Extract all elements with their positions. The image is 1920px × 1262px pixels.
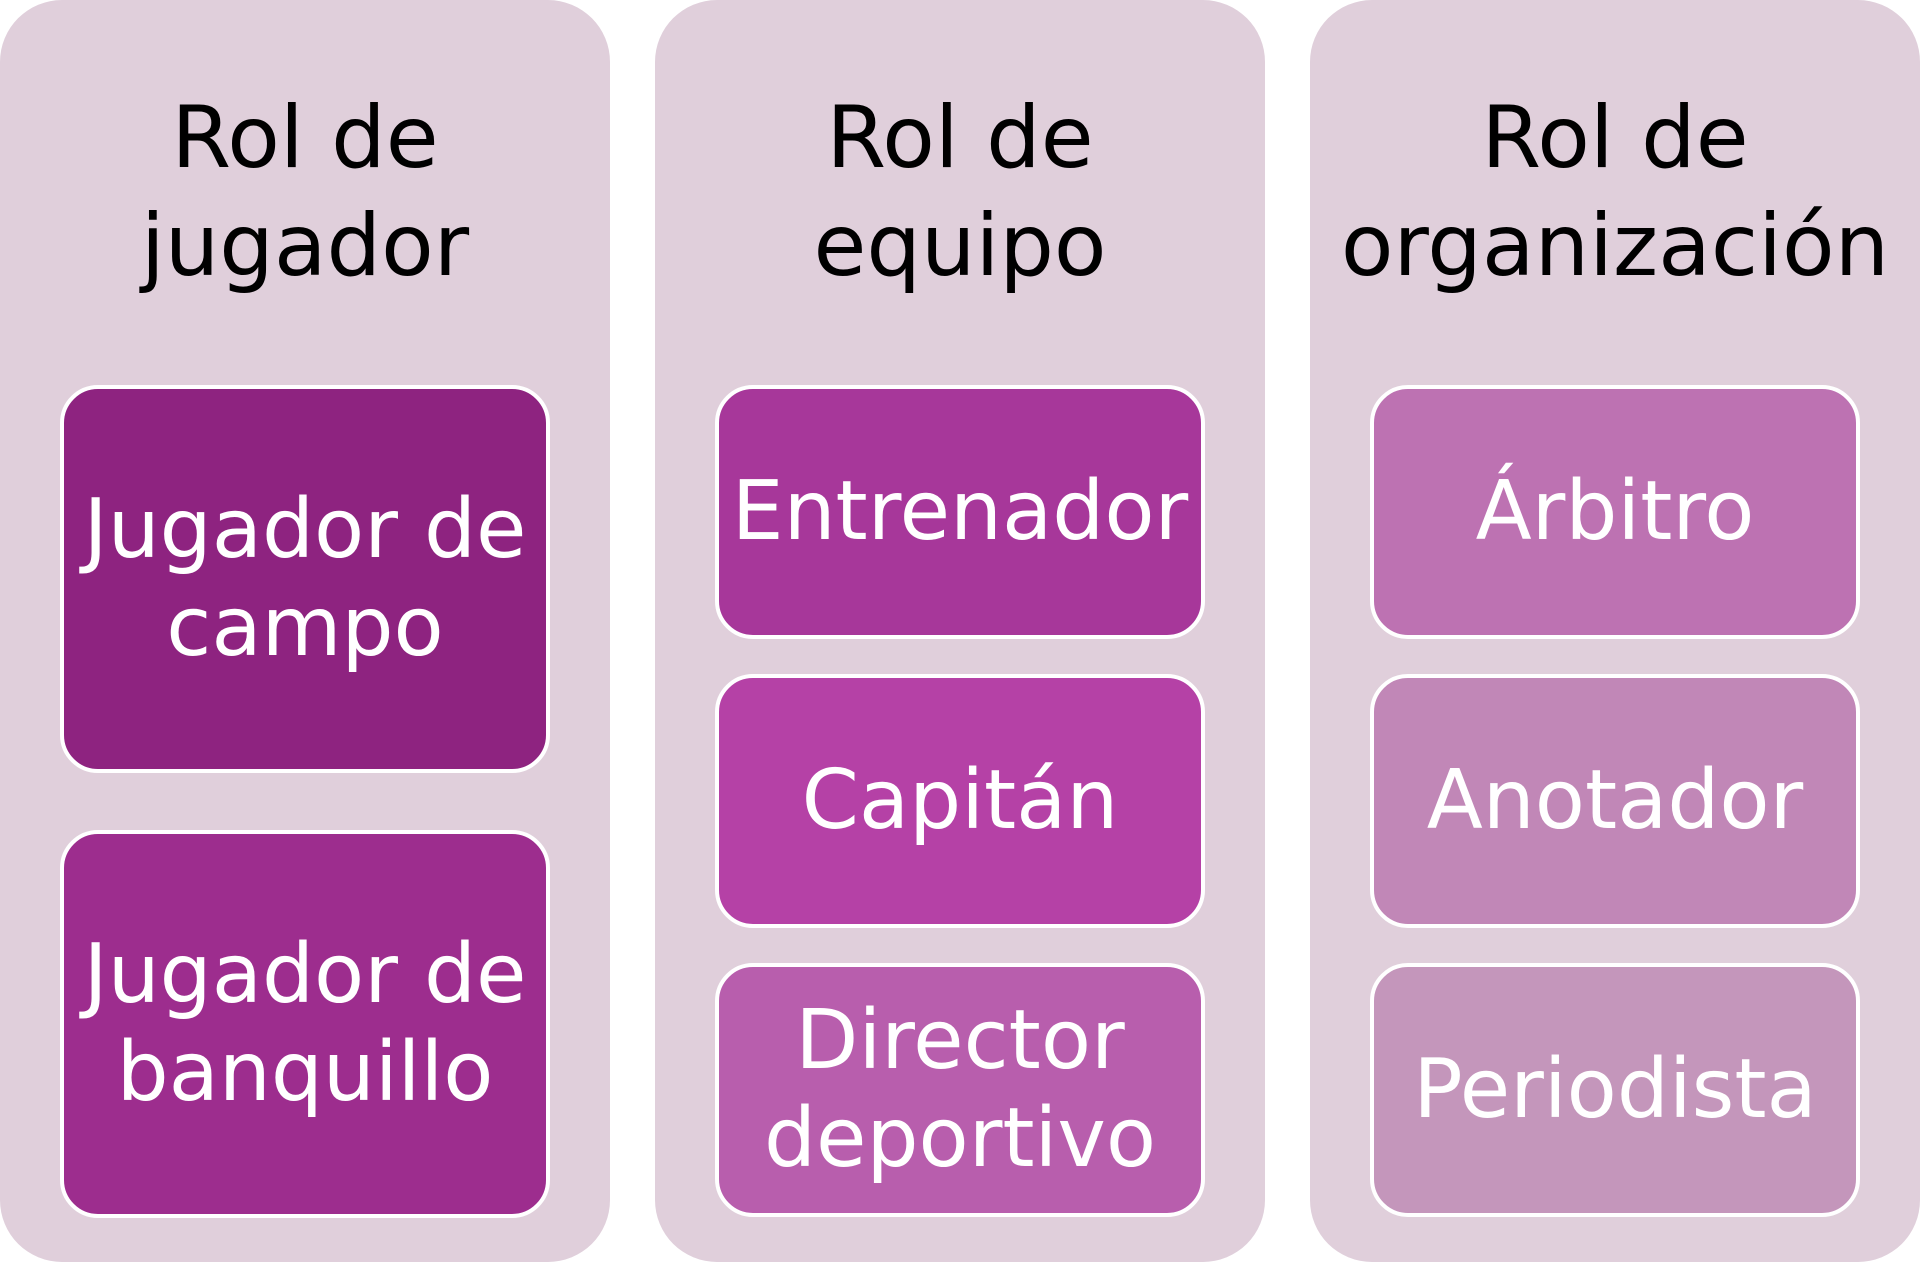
role-box-arbitro: Árbitro — [1370, 385, 1860, 639]
column-title: Rol de equipo — [813, 88, 1107, 296]
role-box-capitan: Capitán — [715, 674, 1205, 928]
column-player-role: Rol de jugador Jugador de campo Jugador … — [0, 0, 610, 1262]
role-box-jugador-de-banquillo: Jugador de banquillo — [60, 830, 550, 1218]
role-box-entrenador: Entrenador — [715, 385, 1205, 639]
column-organization-role: Rol de organización Árbitro Anotador Per… — [1310, 0, 1920, 1262]
role-box-anotador: Anotador — [1370, 674, 1860, 928]
role-box-director-deportivo: Director deportivo — [715, 963, 1205, 1217]
role-box-jugador-de-campo: Jugador de campo — [60, 385, 550, 773]
column-title: Rol de jugador — [140, 88, 470, 296]
column-team-role: Rol de equipo Entrenador Capitán Directo… — [655, 0, 1265, 1262]
column-title: Rol de organización — [1340, 88, 1890, 296]
role-box-periodista: Periodista — [1370, 963, 1860, 1217]
